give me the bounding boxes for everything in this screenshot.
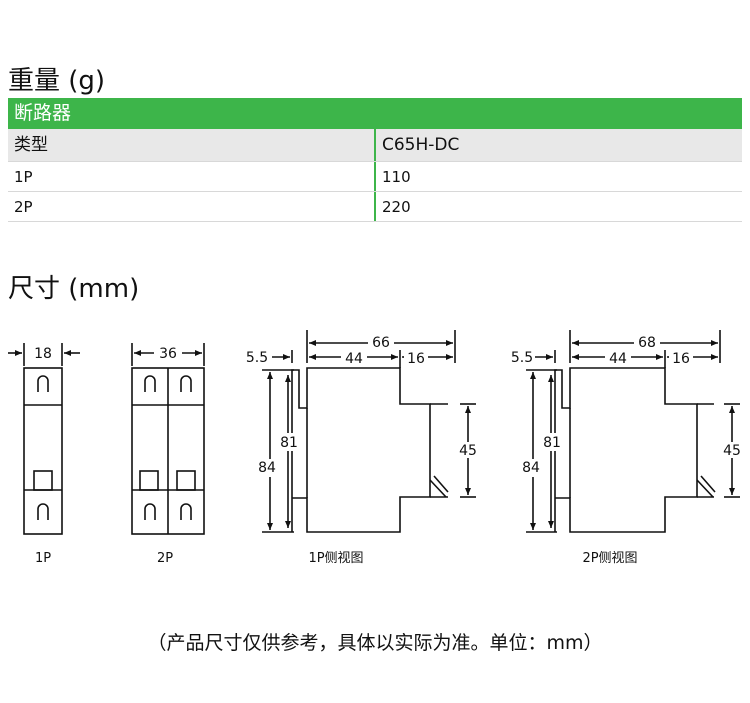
caption-1p-side: 1P侧视图 <box>308 551 363 566</box>
dim-1p-inner-height: 81 <box>280 435 298 451</box>
dim-2p-width: 36 <box>159 346 177 362</box>
dim-2p-middle-depth: 44 <box>609 351 627 367</box>
dim-2p-offset: 5.5 <box>511 350 533 366</box>
footnote: （产品尺寸仅供参考，具体以实际为准。单位：mm） <box>147 632 603 654</box>
row-label: 2P <box>14 198 33 216</box>
table-header: 断路器 <box>8 98 742 129</box>
row-value: 110 <box>374 162 742 191</box>
row-label: 1P <box>14 168 33 186</box>
dim-2p-outer-height: 84 <box>522 460 540 476</box>
dim-1p-total-depth: 66 <box>372 335 390 351</box>
type-value: C65H-DC <box>374 129 742 161</box>
front-view-1p <box>8 343 80 535</box>
dim-2p-inner-height: 81 <box>543 435 561 451</box>
front-view-2p <box>131 343 205 535</box>
dim-1p-offset: 5.5 <box>246 350 268 366</box>
table-row-type: 类型 C65H-DC <box>8 129 742 162</box>
side-view-1p <box>262 330 476 533</box>
dimension-section-title: 尺寸 (mm) <box>8 274 140 304</box>
dim-1p-width: 18 <box>34 346 52 362</box>
dim-1p-front-depth: 16 <box>407 351 425 367</box>
row-value: 220 <box>374 192 742 221</box>
table-row: 1P 110 <box>8 162 742 192</box>
dim-2p-total-depth: 68 <box>638 335 656 351</box>
weight-section-title: 重量 (g) <box>8 66 106 96</box>
caption-1p: 1P <box>35 551 51 566</box>
dim-1p-middle-depth: 44 <box>345 351 363 367</box>
dim-1p-outer-height: 84 <box>258 460 276 476</box>
side-view-2p <box>526 330 740 533</box>
caption-2p: 2P <box>157 551 173 566</box>
dimension-drawings: 18 36 1P 2P 66 5.5 44 16 81 84 45 1P侧视图 … <box>8 330 743 566</box>
weight-table: 断路器 类型 C65H-DC 1P 110 2P 220 <box>8 98 742 222</box>
type-label: 类型 <box>14 135 48 155</box>
dim-1p-front-height: 45 <box>459 443 477 459</box>
dim-2p-front-depth: 16 <box>672 351 690 367</box>
dim-2p-front-height: 45 <box>723 443 741 459</box>
caption-2p-side: 2P侧视图 <box>582 551 637 566</box>
table-row: 2P 220 <box>8 192 742 222</box>
